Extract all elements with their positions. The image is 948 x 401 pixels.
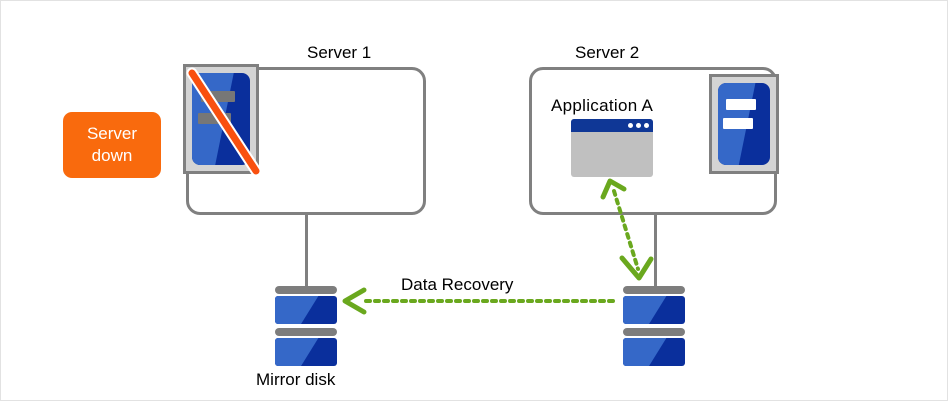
- server1-slot-bar-2: [197, 112, 232, 124]
- status-badge-line1: Server: [86, 124, 138, 143]
- server2-disk-connector: [654, 215, 657, 287]
- application-label: Application A: [551, 96, 654, 115]
- data-recovery-label: Data Recovery: [401, 275, 514, 294]
- server-running-icon: [709, 74, 779, 174]
- server2-slot-bar-2: [723, 118, 754, 130]
- mirror-disk-body-1: [275, 296, 337, 324]
- data-disk-icon: [623, 286, 685, 366]
- mirror-disk-label: Mirror disk: [256, 370, 336, 389]
- server-down-icon: [183, 64, 262, 177]
- mirror-disk-icon: [275, 286, 337, 366]
- server2-chassis: [718, 83, 770, 165]
- app-window-dot-2: [636, 123, 641, 128]
- status-badge-line2: down: [91, 146, 133, 165]
- server2-slot-bar-1: [726, 99, 757, 111]
- application-window-icon: [571, 119, 653, 177]
- data-disk-cap-2: [623, 328, 685, 336]
- server1-chassis: [192, 73, 250, 165]
- data-disk-cap-1: [623, 286, 685, 294]
- app-window-dot-3: [644, 123, 649, 128]
- app-window-dot-1: [628, 123, 633, 128]
- status-badge: Server down: [63, 112, 161, 178]
- mirror-disk-body-2: [275, 338, 337, 366]
- server1-title: Server 1: [307, 43, 372, 62]
- data-disk-body-1: [623, 296, 685, 324]
- app-window-titlebar: [571, 119, 653, 132]
- mirror-disk-cap-1: [275, 286, 337, 294]
- server1-slot-bar-1: [201, 91, 235, 103]
- mirror-disk-cap-2: [275, 328, 337, 336]
- data-disk-body-2: [623, 338, 685, 366]
- server2-title: Server 2: [575, 43, 640, 62]
- server1-disk-connector: [305, 215, 308, 287]
